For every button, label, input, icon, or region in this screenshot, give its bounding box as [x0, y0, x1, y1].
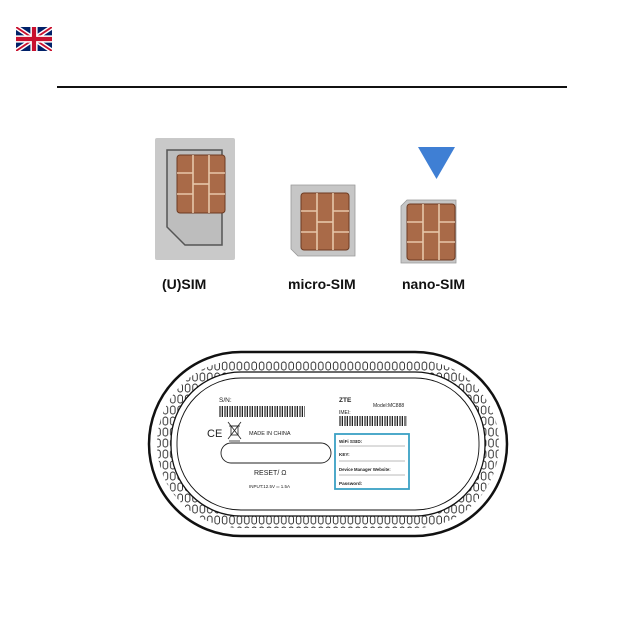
- input-rating: INPUT:12.5V ═ 1.5A: [249, 484, 290, 489]
- reset-slot: [221, 443, 331, 463]
- device-manager-label: Device Manager Website:: [339, 467, 391, 472]
- sim-card-sizes: (U)SIM micro-SIM nano-SIM: [150, 135, 480, 295]
- nano-sim-label: nano-SIM: [402, 276, 465, 292]
- model-label: Model:MC888: [373, 403, 404, 409]
- made-in-label: MADE IN CHINA: [249, 431, 291, 437]
- usim-card: [155, 138, 235, 260]
- micro-sim-label: micro-SIM: [288, 276, 356, 292]
- down-triangle-icon: [418, 147, 455, 179]
- brand-label: ZTE: [339, 397, 352, 404]
- ce-mark: CE: [207, 428, 222, 440]
- nano-sim-card: [401, 200, 456, 263]
- uk-flag-icon: [16, 27, 52, 51]
- sim-illustration: [150, 135, 480, 275]
- micro-sim-card: [291, 185, 355, 256]
- key-label: KEY:: [339, 452, 350, 457]
- imei-barcode: [339, 416, 407, 426]
- wifi-ssid-label: WiFi SSID:: [339, 439, 363, 444]
- password-label: Password:: [339, 481, 363, 486]
- imei-label: IMEI:: [339, 410, 351, 416]
- sn-label: S/N:: [219, 397, 232, 404]
- header-divider: [57, 86, 567, 88]
- sn-barcode: [219, 406, 305, 417]
- usim-label: (U)SIM: [162, 276, 206, 292]
- reset-label: RESET/ Ω: [254, 470, 286, 477]
- device-bottom-view: S/N: CE MADE IN CHINA RESET/ Ω INPUT:12.…: [147, 350, 509, 538]
